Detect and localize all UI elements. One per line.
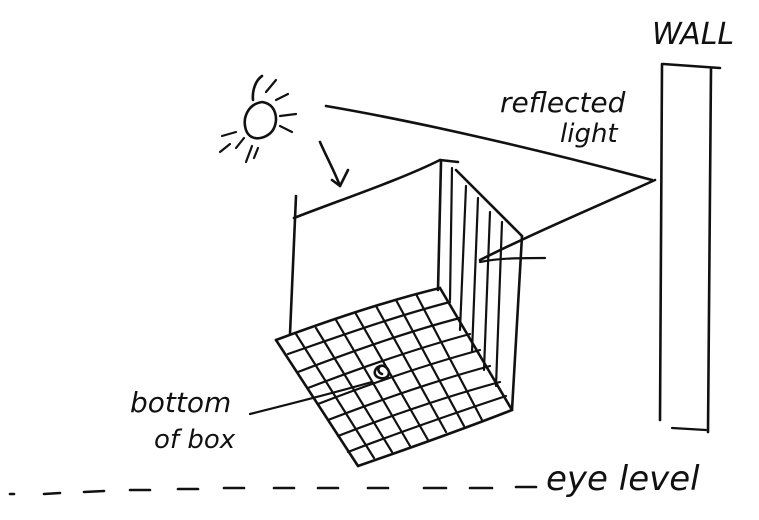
- reflected-light-label-line1: reflected: [500, 86, 626, 119]
- eye-level-line: [10, 487, 536, 494]
- sun-icon: [220, 76, 296, 162]
- eye-level-label: eye level: [546, 459, 700, 499]
- reflected-light-label-line2: light: [560, 119, 618, 149]
- wall-label: WALL: [652, 17, 734, 52]
- bottom-of-box-label-line2: of box: [154, 425, 236, 455]
- bottom-of-box-label-line1: bottom: [130, 386, 231, 419]
- wall: [660, 64, 720, 432]
- sunlight-arrow: [320, 142, 348, 186]
- box-bottom-grid: [276, 288, 512, 466]
